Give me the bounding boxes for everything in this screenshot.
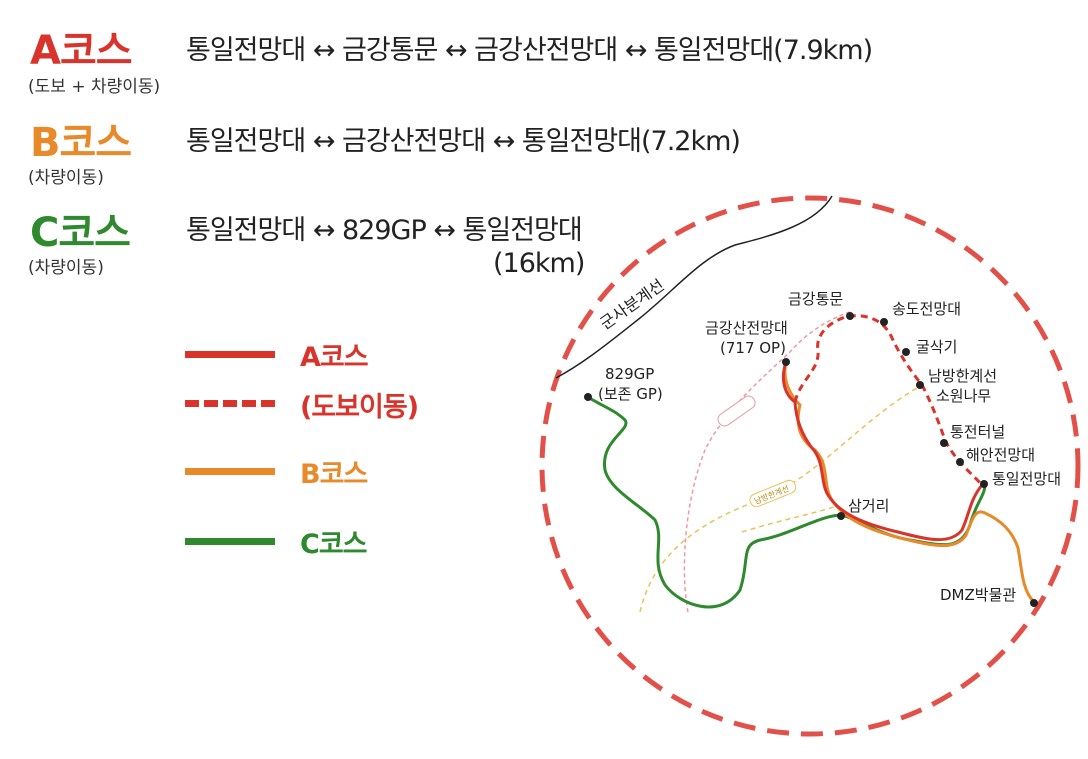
legend-a-dashed-line bbox=[185, 400, 275, 407]
gop-path-tag bbox=[717, 395, 756, 427]
a-course-walk-line bbox=[793, 314, 984, 487]
legend-a-solid-line bbox=[185, 351, 275, 358]
label-tongil: 통일전망대 bbox=[992, 470, 1061, 488]
gop-path bbox=[683, 311, 851, 613]
course-a-sub: (도보 + 차량이동) bbox=[28, 77, 161, 97]
marker-nambang bbox=[916, 381, 924, 389]
course-b-sub: (차량이동) bbox=[28, 168, 104, 188]
c-course-line bbox=[587, 395, 987, 609]
label-829gp: 829GP bbox=[605, 365, 654, 383]
label-geumgangsan-sub: (717 OP) bbox=[720, 339, 786, 357]
legend-a-dashed-label: (도보이동) bbox=[300, 392, 419, 423]
label-songdo: 송도전망대 bbox=[892, 300, 961, 318]
label-geumgang-gate: 금강통문 bbox=[788, 290, 843, 308]
label-829gp-sub: (보존 GP) bbox=[598, 385, 663, 403]
demarcation-line bbox=[555, 195, 833, 379]
marker-gulsakgi bbox=[902, 348, 910, 356]
marker-geumgang-gate bbox=[846, 312, 854, 320]
label-samgeori: 삼거리 bbox=[848, 497, 889, 515]
trail-southern-line-2 bbox=[741, 504, 839, 533]
label-geumgangsan: 금강산전망대 bbox=[705, 319, 788, 337]
legend-c-label: C코스 bbox=[300, 529, 367, 560]
label-haean: 해안전망대 bbox=[966, 446, 1035, 464]
label-tunnel: 통전터널 bbox=[950, 423, 1005, 441]
course-c-sub: (차량이동) bbox=[28, 258, 104, 278]
course-c-route-distance: (16km) bbox=[493, 248, 585, 279]
label-gulsakgi: 굴삭기 bbox=[916, 338, 957, 356]
marker-geumgangsan bbox=[782, 358, 790, 366]
course-a-route: 통일전망대 ↔ 금강통문 ↔ 금강산전망대 ↔ 통일전망대(7.9km) bbox=[186, 35, 873, 66]
course-c-route: 통일전망대 ↔ 829GP ↔ 통일전망대 bbox=[186, 215, 583, 246]
legend-c-line bbox=[185, 538, 275, 545]
course-b-route: 통일전망대 ↔ 금강산전망대 ↔ 통일전망대(7.2km) bbox=[186, 126, 741, 157]
marker-tongil bbox=[980, 480, 988, 488]
legend-b-line bbox=[185, 468, 275, 475]
legend-a-solid-label: A코스 bbox=[300, 342, 369, 373]
southern-line-tag: 남방한계선 bbox=[749, 479, 797, 508]
a-course-line bbox=[781, 361, 984, 542]
label-nambang-sub: 소원나무 bbox=[936, 387, 991, 405]
marker-songdo bbox=[880, 318, 888, 326]
map-circle-boundary bbox=[539, 195, 1081, 737]
marker-samgeori bbox=[837, 512, 845, 520]
marker-829gp bbox=[584, 393, 592, 401]
marker-dmz-museum bbox=[1030, 599, 1038, 607]
course-b-title: B코스 bbox=[30, 120, 132, 166]
course-c-title: C코스 bbox=[30, 210, 131, 256]
label-dmz-museum: DMZ박물관 bbox=[940, 586, 1016, 604]
marker-tunnel bbox=[940, 439, 948, 447]
label-nambang: 남방한계선 bbox=[928, 367, 997, 385]
legend-b-label: B코스 bbox=[300, 459, 368, 490]
course-a-title: A코스 bbox=[30, 28, 133, 74]
marker-haean bbox=[956, 458, 964, 466]
